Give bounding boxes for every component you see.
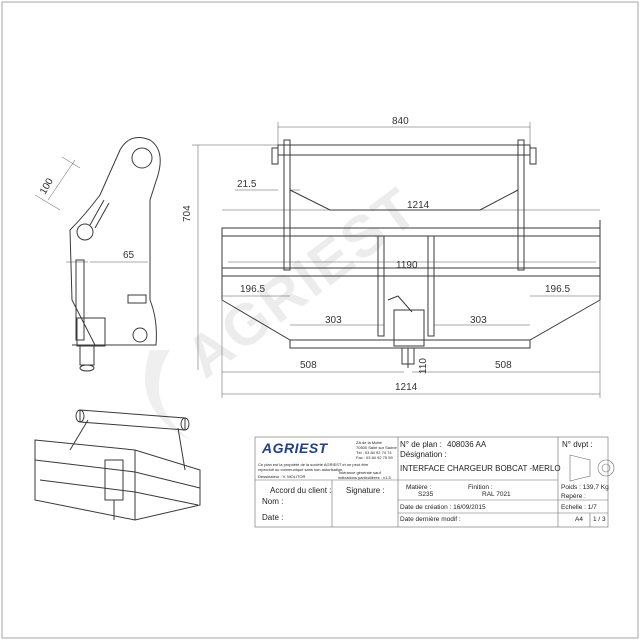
designation-label: Désignation :: [400, 450, 447, 459]
isometric-view: [34, 409, 201, 521]
material-label: Matière :: [406, 484, 432, 491]
front-view: 840 21.5 1214 1190 196.5 196.5: [182, 116, 601, 398]
address-line: Tél : 03 84 92 74 74: [356, 450, 392, 455]
creation-date: Date de création : 16/09/2015: [400, 504, 486, 511]
address-line: 70500 Saint sur Saône: [356, 445, 397, 450]
side-view: 100 65: [34, 137, 161, 372]
dim-side-right: 196.5: [545, 284, 570, 295]
dim-bottom-left: 508: [300, 360, 317, 371]
dim-side-left: 196.5: [240, 284, 265, 295]
devis-label: N° dvpt :: [562, 440, 593, 449]
tolerance-note: Tolérance générale sauf indications part…: [338, 470, 391, 480]
dim-center-left: 303: [325, 315, 342, 326]
dim-angle-length: 100: [38, 176, 56, 196]
address-line: Fax : 03 84 92 75 59: [356, 455, 393, 460]
ownership-note: Ce plan est la propriété de la société A…: [258, 462, 368, 472]
sheet-number: 1 / 3: [593, 516, 606, 523]
designation: INTERFACE CHARGEUR BOBCAT -MERLO: [400, 464, 561, 473]
name-label: Nom :: [262, 497, 284, 506]
dim-inner-width: 1214: [407, 200, 430, 211]
dim-center-right: 303: [470, 315, 487, 326]
plan-number: 408036 AA: [447, 440, 487, 449]
signature-label: Signature :: [346, 486, 385, 495]
weight: Poids : 139,7 Kg: [561, 484, 609, 491]
dim-top-width: 840: [392, 116, 409, 127]
title-block-frame: [254, 436, 615, 528]
watermark-text: AGRIEST: [174, 175, 430, 390]
scale: Echelle : 1/7: [561, 504, 597, 511]
date-label: Date :: [262, 513, 284, 522]
tolerance-line: Tolérance générale sauf: [338, 470, 381, 475]
plan-number-label: N° de plan :: [400, 440, 442, 449]
dim-side-offset: 65: [123, 250, 135, 261]
tolerance-line: indications particulières : ±1.5: [338, 475, 391, 480]
dim-bottom-right: 508: [495, 360, 512, 371]
dim-bottom-width: 1214: [395, 382, 418, 393]
address-line: ZA de la Motte: [356, 440, 382, 445]
ownership-line: Ce plan est la propriété de la société A…: [258, 462, 369, 467]
paper-format: A4: [575, 516, 583, 523]
dim-middle-width: 1190: [396, 260, 418, 271]
ownership-line: reproduit ou communiqué sans son autoris…: [258, 467, 344, 472]
client-agreement-label: Accord du client :: [270, 486, 332, 495]
company-logo: AGRIEST: [262, 440, 328, 456]
dim-left-offset: 21.5: [237, 179, 257, 190]
finish-label: Finition :: [468, 484, 493, 491]
finish: RAL 7021: [482, 491, 511, 498]
material: S235: [418, 491, 434, 498]
designer: Dessinateur : V. MOLITOR: [258, 474, 306, 479]
dim-total-height: 704: [182, 205, 193, 222]
company-address: ZA de la Motte 70500 Saint sur Saône Tél…: [356, 440, 397, 460]
dim-pin-height: 110: [418, 358, 429, 374]
last-modified-label: Date dernière modif :: [400, 516, 461, 523]
mark-label: Repère :: [561, 493, 586, 500]
